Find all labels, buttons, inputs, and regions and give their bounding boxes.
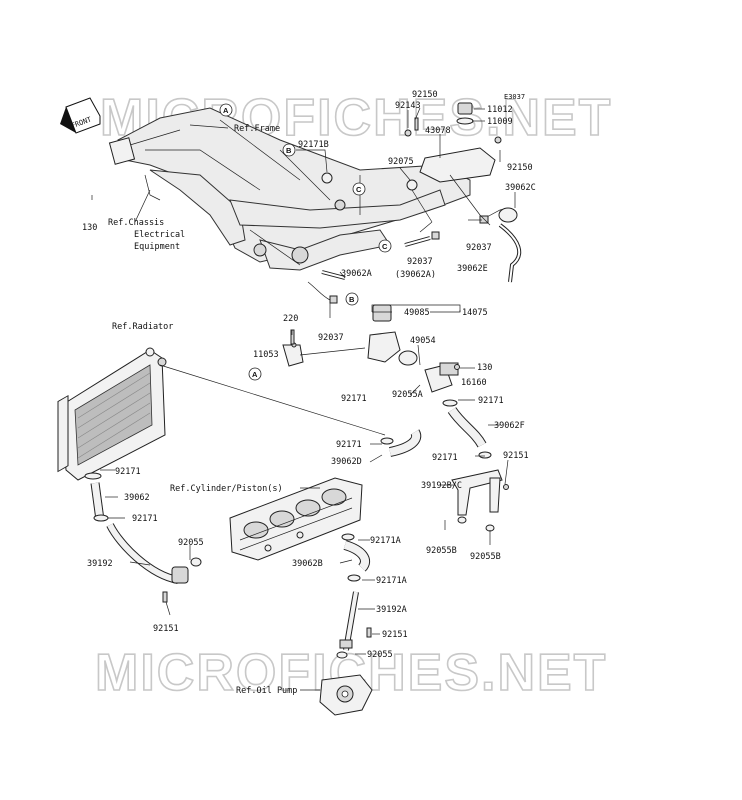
label-39062e: 39062E [457,264,488,274]
water-hoses-right [380,399,492,459]
label-11009: 11009 [487,117,513,127]
label-49085: 49085 [404,308,430,318]
label-39062: 39062 [124,493,150,503]
label-14075: 14075 [462,308,488,318]
label-92171b: 92171B [298,140,329,150]
label-92151a: 92151 [503,451,529,461]
label-16160: 16160 [461,378,487,388]
label-92151b: 92151 [382,630,408,640]
svg-text:A: A [223,106,229,115]
bracket-11053 [282,329,304,367]
label-92171a-upper: 92171A [370,536,401,546]
radiator-lower-hoses [84,472,202,603]
label-92171b: 92171 [341,394,367,404]
label-92171e: 92171 [115,467,141,477]
svg-text:B: B [286,146,292,155]
label-92150b: 92150 [507,163,533,173]
callout-c-mid: C [378,239,392,253]
label-92055: 92055 [178,538,204,548]
label-92055b: 92055 [367,650,393,660]
label-39062a-paren: (39062A) [395,270,436,280]
label-11012: 11012 [487,105,513,115]
hose-39062b [341,533,371,582]
label-39062b: 39062B [292,559,323,569]
callout-a-top: A [219,103,233,117]
label-92150a: 92150 [412,90,438,100]
pipe-39192a [336,591,372,659]
label-92055b-a: 92055B [426,546,457,556]
label-92171a: 92171 [478,396,504,406]
label-92171f: 92171 [132,514,158,524]
svg-text:B: B [349,295,355,304]
callout-b-top: B [282,143,296,157]
thermostat-housing [367,304,460,393]
label-ref-cylinder: Ref.Cylinder/Piston(s) [170,484,283,494]
label-92037b: 92037 [466,243,492,253]
label-ref-frame: Ref.Frame [234,124,280,134]
label-ref-chassis-1: Ref.Chassis [108,218,164,228]
svg-text:A: A [252,370,258,379]
hose-39062a [307,270,346,304]
label-130b: 130 [477,363,492,373]
label-92037c: 92037 [318,333,344,343]
label-ref-oil-pump: Ref.Oil Pump [236,686,297,696]
water-pipe-39192bc [451,469,509,532]
label-92037a: 92037 [407,257,433,267]
label-39062d: 39062D [331,457,362,467]
label-92171a-lower: 92171A [376,576,407,586]
label-ref-radiator: Ref.Radiator [112,322,173,332]
svg-text:C: C [356,185,362,194]
front-arrow-icon: FRONT [60,97,101,134]
label-92151c: 92151 [153,624,179,634]
part-labels: 92150 92143 11012 11009 43078 92150 Ref.… [82,90,536,696]
radiator [57,347,167,481]
label-92171c: 92171 [336,440,362,450]
label-92055b-b: 92055B [470,552,501,562]
label-ref-chassis-3: Equipment [134,242,180,252]
label-39062f: 39062F [494,421,525,431]
label-49054: 49054 [410,336,436,346]
label-92171d: 92171 [432,453,458,463]
oil-pump [319,674,373,716]
label-43078: 43078 [425,126,451,136]
diagram-code: E3037 [504,93,525,101]
label-39192bc: 39192B/C [421,481,462,491]
label-39192: 39192 [87,559,113,569]
label-11053: 11053 [253,350,279,360]
label-39062c: 39062C [505,183,536,193]
label-92055a: 92055A [392,390,423,400]
label-92143: 92143 [395,101,421,111]
label-39192a: 39192A [376,605,407,615]
label-ref-chassis-2: Electrical [134,230,185,240]
callout-a-mid: A [248,367,262,381]
reservoir-tank [404,102,502,183]
svg-text:C: C [382,242,388,251]
label-92075: 92075 [388,157,414,167]
reservoir-hoses [321,172,522,283]
frame-assembly [108,107,471,271]
callout-c-top: C [352,182,366,196]
label-130a: 130 [82,223,97,233]
label-39062a: 39062A [341,269,372,279]
callout-b-mid: B [345,292,359,306]
label-220: 220 [283,314,298,324]
cylinder-block [229,477,363,561]
leader-lines [91,107,516,691]
